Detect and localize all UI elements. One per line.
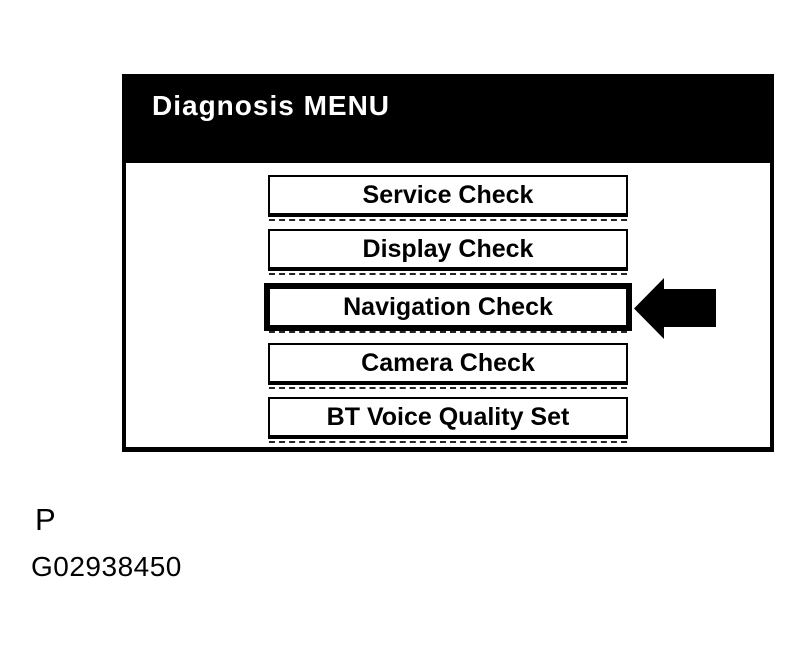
menu-button-camera-check[interactable]: Camera Check (268, 343, 628, 389)
figure-code: G02938450 (31, 551, 182, 582)
left-arrow-icon (634, 278, 716, 339)
screen-header: Diagnosis MENU (122, 74, 774, 163)
page-label: P (35, 502, 56, 537)
screen-title: Diagnosis MENU (152, 90, 391, 121)
diagnosis-menu-screen: Diagnosis MENU Service Check Display Che… (122, 74, 774, 452)
menu-button-display-check[interactable]: Display Check (268, 229, 628, 275)
menu-button-navigation-check[interactable]: Navigation Check (264, 283, 632, 333)
menu-button-service-check[interactable]: Service Check (268, 175, 628, 221)
menu-button-bt-voice-quality-set[interactable]: BT Voice Quality Set (268, 397, 628, 443)
